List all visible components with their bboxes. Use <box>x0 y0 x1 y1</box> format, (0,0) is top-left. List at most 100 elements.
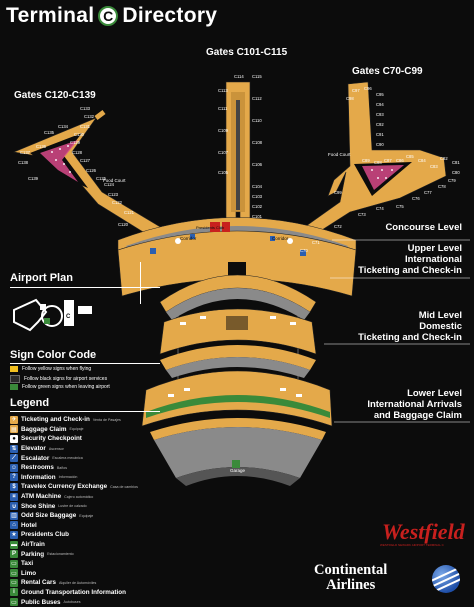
concourse-c70-c99[interactable] <box>291 81 447 245</box>
gate-c95: C95 <box>376 92 384 97</box>
gate-c87: C87 <box>384 158 392 163</box>
gate-c77: C77 <box>424 190 432 195</box>
corridor-left-label: Corridor <box>180 236 197 241</box>
legend-item-label: Restrooms <box>21 464 54 472</box>
legend-item-label: Parking <box>21 550 45 558</box>
legend-item-sublabel: Ascensor <box>48 446 64 451</box>
currency-icon: $ <box>10 482 18 491</box>
gate-c114: C114 <box>234 74 244 79</box>
sign-code-green: Follow green signs when leaving airport <box>10 384 110 390</box>
gate-c113: C113 <box>218 88 228 93</box>
legend-item-sublabel: Cajero automático <box>64 494 94 499</box>
sign-code-yellow: Follow yellow signs when flying <box>10 366 91 372</box>
legend-item-label: Travelex Currency Exchange <box>21 483 108 491</box>
upper-level-arc[interactable] <box>159 274 317 320</box>
gate-c132: C132 <box>84 114 95 119</box>
gate-c123: C123 <box>108 192 119 197</box>
legend-item-sublabel: Venta de Pasajes <box>92 417 121 422</box>
level-mid-label[interactable]: Mid Level Domestic Ticketing and Check-i… <box>358 310 462 343</box>
legend-item-sublabel: Baños <box>56 465 68 470</box>
gate-c83: C83 <box>430 164 438 169</box>
security-icon: ● <box>10 434 18 443</box>
gate-c106: C106 <box>252 162 263 167</box>
legend-item: ●Security Checkpoint <box>10 434 160 444</box>
ticket-icon: ✈ <box>10 415 18 424</box>
level-concourse-label[interactable]: Concourse Level <box>385 222 462 233</box>
level-upper-label[interactable]: Upper Level International Ticketing and … <box>358 243 462 276</box>
concourse-c120-c139[interactable] <box>12 110 163 241</box>
legend-title: Legend <box>10 397 50 409</box>
gate-c75: C75 <box>396 204 404 209</box>
title-suffix: Directory <box>122 4 218 27</box>
bus-icon: ▭ <box>10 598 18 607</box>
gate-c89: C89 <box>362 158 370 163</box>
presidents-club-label: Presidents Club <box>196 225 225 230</box>
legend-item-sublabel: Alquiler de Automóviles <box>59 580 97 585</box>
lower-level-block[interactable] <box>141 370 333 486</box>
gate-c130: C130 <box>74 132 85 137</box>
title-prefix: Terminal <box>6 4 95 27</box>
gate-c102: C102 <box>252 204 263 209</box>
gate-c109: C109 <box>218 128 229 133</box>
gate-c104: C104 <box>252 184 263 189</box>
gate-c134: C134 <box>58 124 69 129</box>
gate-c76: C76 <box>412 196 420 201</box>
gate-c96: C96 <box>364 86 372 91</box>
parking-icon: P <box>10 550 18 559</box>
garage-label: Garage <box>230 468 246 473</box>
gate-group-c70-c99-label: Gates C70-C99 <box>352 66 423 77</box>
legend-item-sublabel: Equipaje <box>79 513 94 518</box>
legend-item-sublabel: Escalera mecánica <box>52 456 83 461</box>
legend-item-sublabel: Lustre de calzado <box>58 504 87 509</box>
food-court-right-label: Food Court <box>328 152 351 157</box>
gate-c110: C110 <box>252 118 262 123</box>
gate-c99: C99 <box>334 190 342 195</box>
gate-c129: C129 <box>70 140 81 145</box>
black-swatch-icon <box>10 375 20 383</box>
gate-c108: C108 <box>252 140 263 145</box>
gate-c73: C73 <box>358 212 366 217</box>
legend-item-label: Ground Transportation Information <box>21 588 126 596</box>
gate-c94: C94 <box>376 102 384 107</box>
gate-c127: C127 <box>80 158 91 163</box>
level-lower-label[interactable]: Lower Level International Arrivals and B… <box>367 388 462 421</box>
legend-item-label: AirTrain <box>21 541 45 549</box>
legend-item-sublabel: Casa de cambios <box>110 484 138 489</box>
gate-c135: C135 <box>44 130 55 135</box>
legend-item-sublabel: Estacionamiento <box>47 552 74 557</box>
gate-c78: C78 <box>438 184 446 189</box>
gate-c93: C93 <box>376 112 384 117</box>
restroom-icon: ☺ <box>10 463 18 472</box>
airport-plan-map: C <box>13 298 92 332</box>
legend-item-label: Elevator <box>21 445 46 453</box>
presidents-club-icon: ★ <box>10 530 18 539</box>
gate-c138: C138 <box>18 160 29 165</box>
escalator-icon: ⟋ <box>10 454 18 463</box>
gate-c91: C91 <box>376 132 384 137</box>
gate-c121: C121 <box>124 210 135 215</box>
concourse-c101-c115[interactable] <box>225 81 251 227</box>
gate-c72: C72 <box>334 224 342 229</box>
legend-item: ⌂Hotel <box>10 521 160 531</box>
gate-c86: C86 <box>396 158 404 163</box>
legend-item-label: Shoe Shine <box>21 502 56 510</box>
mid-level-block[interactable] <box>159 308 317 378</box>
legend-item-label: Presidents Club <box>21 531 69 539</box>
gate-c120: C120 <box>118 222 129 227</box>
gate-c115: C115 <box>252 74 262 79</box>
baggage-claim-icon: ▤ <box>10 425 18 434</box>
legend-item-label: Taxi <box>21 560 34 568</box>
gate-c88: C88 <box>374 160 382 165</box>
gate-c84: C84 <box>418 158 426 163</box>
concourse-level-hub[interactable] <box>117 217 357 305</box>
